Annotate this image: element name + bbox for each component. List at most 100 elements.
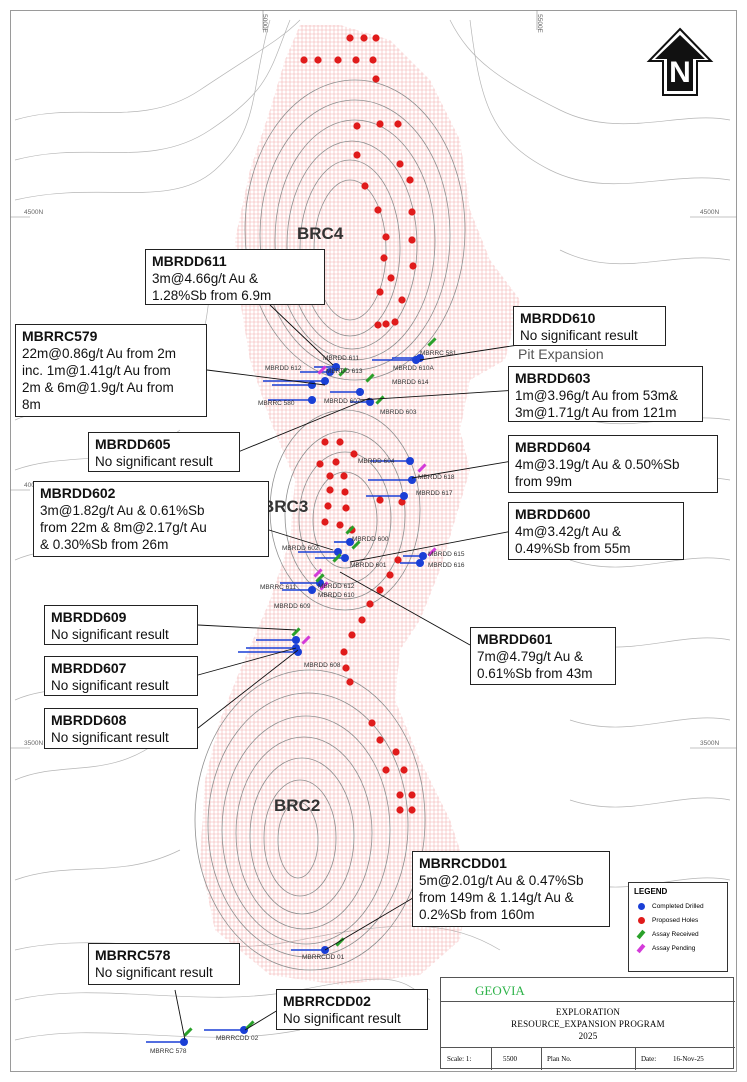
geovia-logo: GEOVIA <box>441 978 735 1002</box>
north-arrow: N <box>645 27 715 97</box>
completed-hole <box>292 636 300 644</box>
callout-line: & 0.30%Sb from 26m <box>40 537 169 552</box>
completed-hole <box>308 381 316 389</box>
title-block-footer: Scale: 1: 5500 Plan No. Date: 16-Nov-25 <box>441 1048 735 1070</box>
callout-title: MBRRCDD01 <box>419 855 507 871</box>
completed-hole <box>180 1038 188 1046</box>
proposed-hole <box>374 321 382 329</box>
callout-title: MBRDD602 <box>40 485 116 501</box>
legend-label: Assay Pending <box>652 944 696 952</box>
scale-value: 5500 <box>503 1055 517 1063</box>
plan-label: Plan No. <box>547 1055 572 1063</box>
callout-line: 0.61%Sb from 43m <box>477 666 593 681</box>
completed-hole <box>326 368 334 376</box>
callout-line: 22m@0.86g/t Au from 2m <box>22 346 177 361</box>
proposed-hole <box>350 450 358 458</box>
hole-label: MBRDD 610A <box>393 365 434 372</box>
hole-label: MBRDD 607 <box>324 398 361 405</box>
callout-mbrdd604: MBRDD604 4m@3.19g/t Au & 0.50%Sb from 99… <box>508 435 718 493</box>
callout-title: MBRRC578 <box>95 947 171 963</box>
legend-item-proposed: Proposed Holes <box>634 913 727 927</box>
proposed-hole <box>346 34 354 42</box>
proposed-hole <box>334 56 342 64</box>
proposed-hole <box>372 34 380 42</box>
completed-holes <box>180 354 427 1046</box>
assay-received-marker <box>291 627 301 637</box>
callout-line: No significant result <box>51 730 169 745</box>
callout-title: MBRDD600 <box>515 506 591 522</box>
title-line-3: 2025 <box>578 1031 598 1041</box>
proposed-hole <box>400 766 408 774</box>
callout-mbrdd608: MBRDD608 No significant result <box>44 708 198 749</box>
hole-label: MBRRC 580 <box>258 400 295 407</box>
grid-ticks <box>10 10 737 749</box>
proposed-hole <box>406 176 414 184</box>
leader-lines <box>174 304 519 1041</box>
completed-hole <box>400 492 408 500</box>
callout-line: No significant result <box>51 678 169 693</box>
callout-line: 0.2%Sb from 160m <box>419 907 535 922</box>
assay-pending-marker <box>317 365 327 375</box>
hole-label: MBRDD 612 <box>318 583 355 590</box>
callout-line: 3m@1.82g/t Au & 0.61%Sb <box>40 503 205 518</box>
hole-label: MBRRC 611 <box>260 584 297 591</box>
assay-received-marker <box>351 540 361 550</box>
hole-label: MBRDD 614 <box>392 379 429 386</box>
assay-received-marker <box>245 1020 255 1030</box>
assay-pending-marker <box>427 547 437 557</box>
proposed-hole <box>382 233 390 241</box>
callout-mbrdd601: MBRDD601 7m@4.79g/t Au & 0.61%Sb from 43… <box>470 627 616 685</box>
proposed-hole <box>376 586 384 594</box>
proposed-hole <box>408 208 416 216</box>
completed-hole <box>308 586 316 594</box>
callout-title: MBRRCDD02 <box>283 993 371 1009</box>
area-label-pit-expansion: Pit Expansion <box>518 346 604 362</box>
proposed-hole <box>366 600 374 608</box>
hole-label: MBRDD 613 <box>326 368 363 375</box>
proposed-hole <box>342 504 350 512</box>
assay-received-marker <box>375 395 385 405</box>
proposed-hole <box>372 75 380 83</box>
callout-line: No significant result <box>520 328 638 343</box>
assay-received-marker <box>332 553 342 563</box>
callout-line: 1.28%Sb from 6.9m <box>152 288 272 303</box>
assay-pending-marker <box>319 581 329 591</box>
completed-hole <box>332 363 340 371</box>
assay-markers <box>183 337 437 1037</box>
completed-hole <box>346 538 354 546</box>
callout-title: MBRDD610 <box>520 310 596 326</box>
proposed-hole <box>408 236 416 244</box>
proposed-hole <box>332 458 340 466</box>
grid-label-easting-left: 5000E <box>260 14 268 33</box>
hole-label: MBRDD 612 <box>265 365 302 372</box>
date-label: Date: <box>641 1055 657 1063</box>
proposed-hole <box>348 631 356 639</box>
proposed-hole <box>300 56 308 64</box>
proposed-hole <box>396 791 404 799</box>
assay-received-marker <box>338 367 348 377</box>
grid-label-3500n-right: 3500N <box>700 740 720 747</box>
completed-hole-icon <box>637 902 645 910</box>
drill-traces <box>146 357 423 1043</box>
completed-hole <box>341 554 349 562</box>
legend-item-assay-pending: Assay Pending <box>634 941 727 955</box>
proposed-hole <box>341 488 349 496</box>
assay-pending-marker <box>301 635 311 645</box>
proposed-hole <box>398 498 406 506</box>
hole-label: MBRRCDD 01 <box>302 954 345 961</box>
completed-hole <box>406 457 414 465</box>
callout-mbrdd607: MBRDD607 No significant result <box>44 656 198 696</box>
completed-hole <box>416 559 424 567</box>
proposed-hole <box>376 288 384 296</box>
north-arrow-icon: N <box>646 27 714 96</box>
callout-mbrdd602: MBRDD602 3m@1.82g/t Au & 0.61%Sb from 22… <box>33 481 269 557</box>
hole-label: MBRDD 608 <box>304 662 341 669</box>
area-label-brc3: BRC3 <box>262 497 309 516</box>
divider <box>541 1048 542 1070</box>
callout-mbrrc579: MBRRC579 22m@0.86g/t Au from 2m inc. 1m@… <box>15 324 207 417</box>
proposed-hole <box>336 438 344 446</box>
area-label-brc2: BRC2 <box>274 796 321 815</box>
proposed-hole <box>321 438 329 446</box>
hole-label: MBRDD 600 <box>352 536 389 543</box>
callout-title: MBRDD607 <box>51 660 127 676</box>
